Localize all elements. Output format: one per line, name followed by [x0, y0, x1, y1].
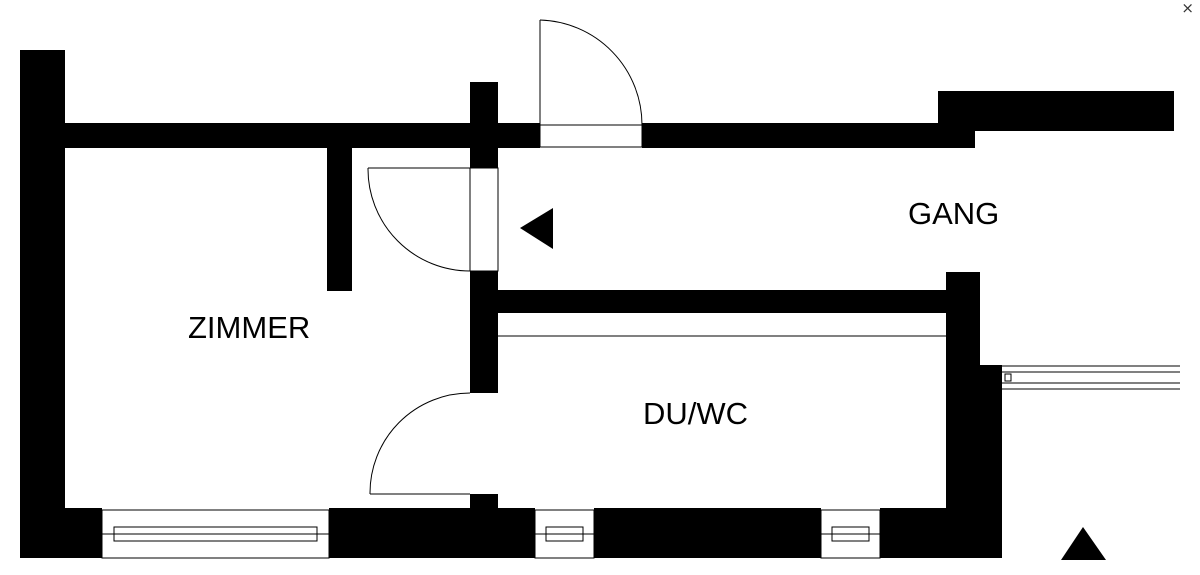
window-duwc-left — [534, 509, 595, 559]
room-label-gang: GANG — [908, 196, 999, 231]
window-right-side — [1002, 365, 1180, 390]
triangle-up-icon — [1061, 527, 1106, 560]
wall-stub — [327, 148, 352, 291]
room-label-duwc: DU/WC — [643, 396, 748, 431]
wall-center-mid — [470, 271, 498, 393]
wall-top-zimmer — [65, 123, 470, 148]
wall-bottom-a — [65, 508, 102, 558]
wall-bottom-c — [594, 508, 821, 558]
room-label-zimmer: ZIMMER — [188, 310, 310, 345]
wall-bottom-b — [329, 508, 535, 558]
wall-bottom-d — [880, 508, 980, 558]
windows — [101, 365, 1180, 559]
triangle-left-icon — [520, 208, 553, 249]
walls — [20, 50, 1174, 558]
wall-top-gang-a — [498, 123, 540, 148]
doors — [367, 19, 946, 495]
door-duwc — [369, 392, 471, 495]
wall-gang-duwc — [498, 290, 946, 313]
wall-left — [20, 50, 65, 558]
wall-top-gang-b — [642, 123, 975, 148]
window-duwc-right — [820, 509, 881, 559]
window-zimmer — [101, 509, 330, 559]
close-button[interactable]: × — [1181, 0, 1194, 17]
wall-right-lower — [980, 365, 1002, 558]
door-entrance — [539, 19, 643, 148]
door-zimmer — [367, 167, 499, 272]
wall-top-right — [938, 91, 1174, 131]
wall-center-top — [470, 82, 498, 168]
